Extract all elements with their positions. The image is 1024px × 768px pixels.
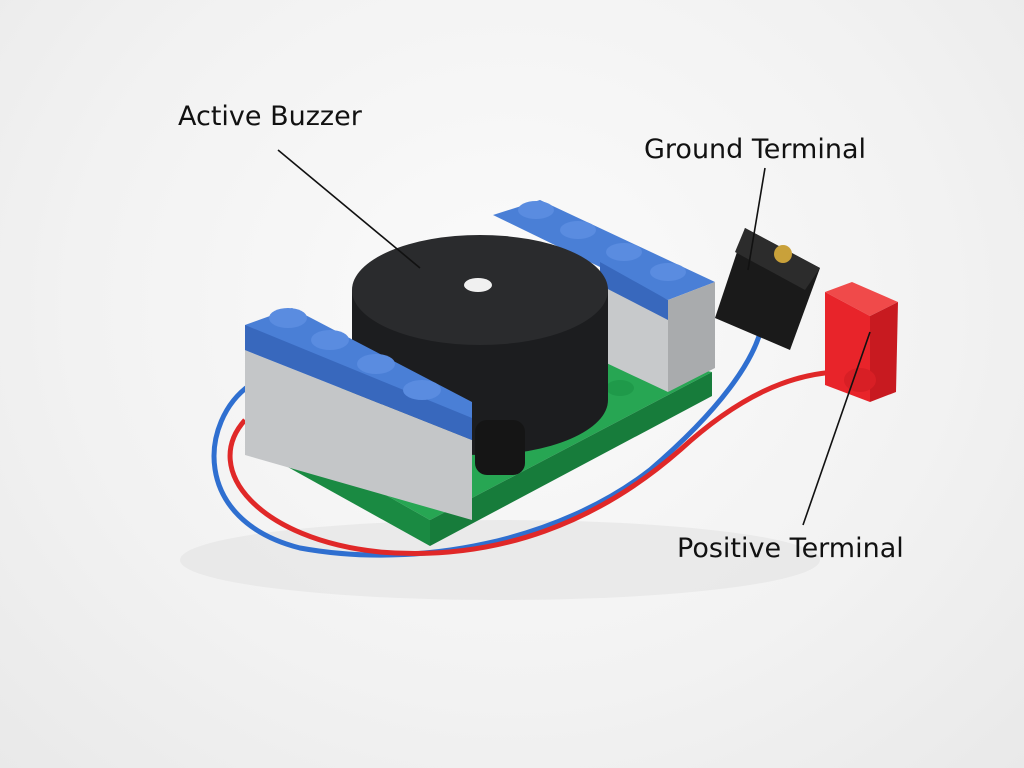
red-wire [227,369,836,556]
ground-terminal-label: Ground Terminal [644,134,866,165]
ground-terminal [715,228,820,350]
positive-terminal-label: Positive Terminal [677,533,904,564]
positive-terminal-leader-line [802,331,871,526]
active-buzzer-label: Active Buzzer [178,101,362,132]
shadow [180,520,820,600]
right-brick [493,200,715,392]
active-buzzer-leader-line [277,149,421,269]
left-brick [245,308,472,520]
ground-terminal-leader-line [747,167,766,271]
positive-terminal [825,282,898,402]
